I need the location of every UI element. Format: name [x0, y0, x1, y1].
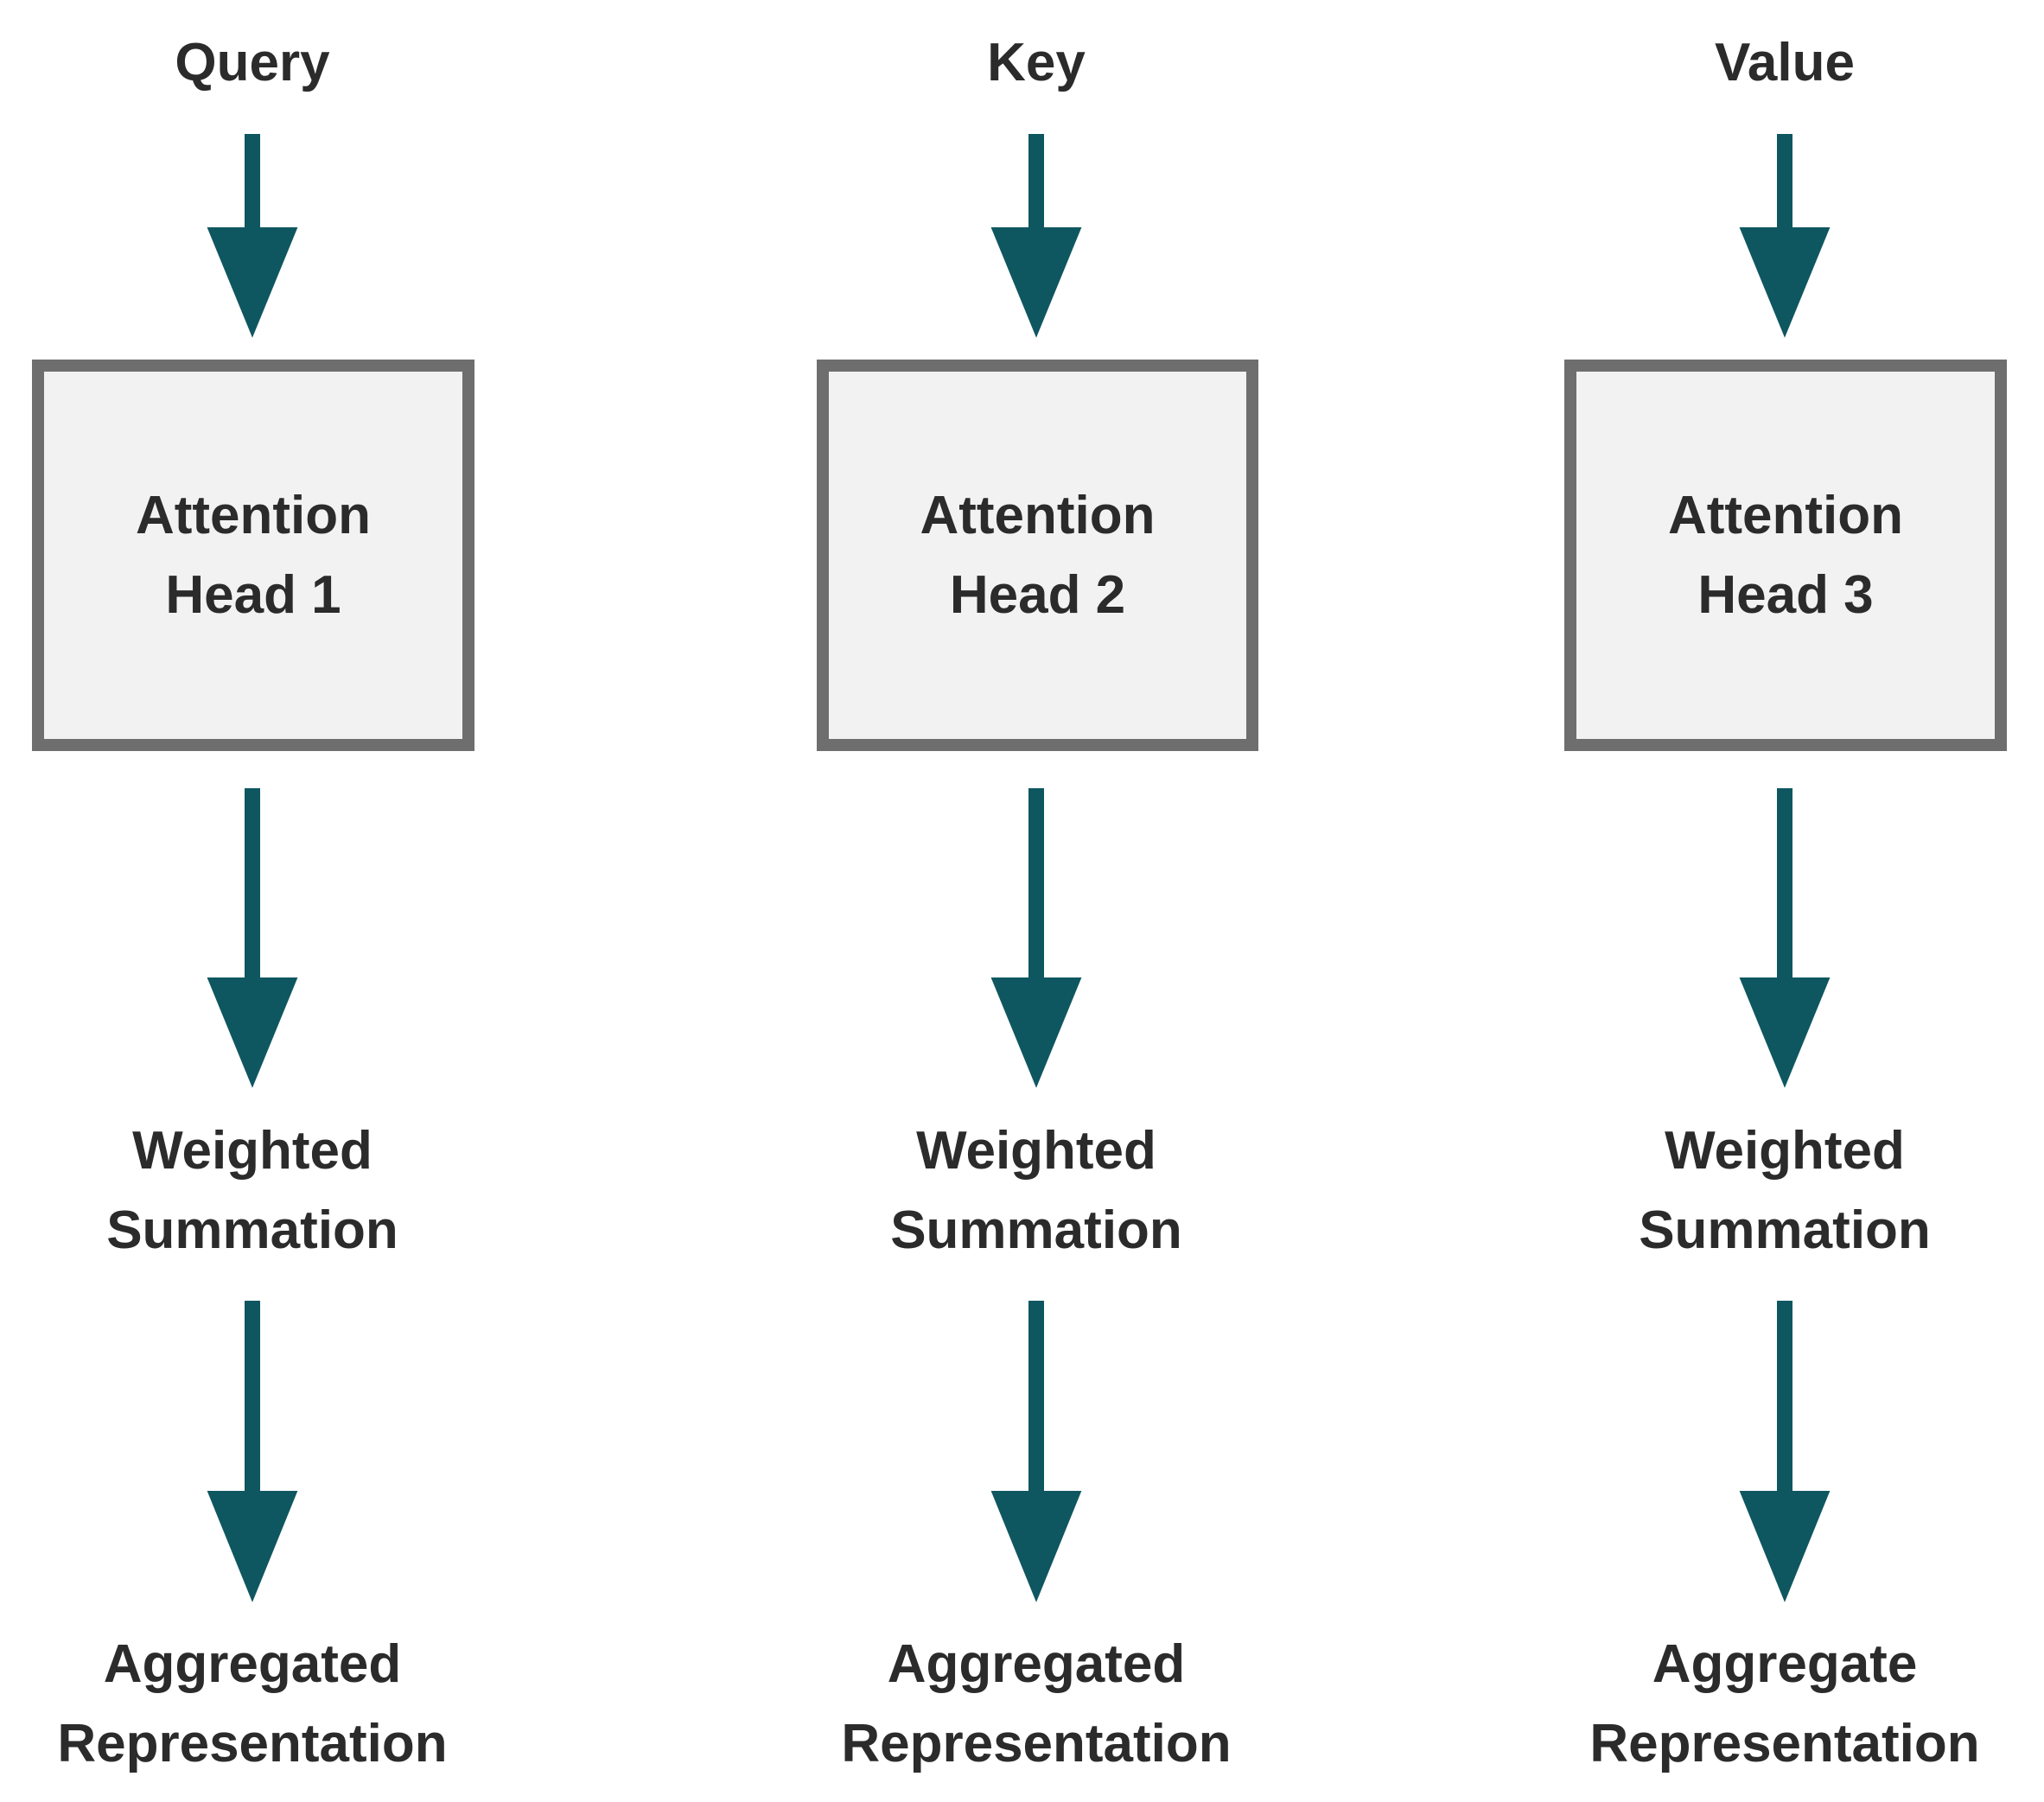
input-label-query: Query: [175, 23, 329, 103]
arrow-input-to-head-2: [990, 134, 1082, 338]
output-label-line-1: Aggregated: [887, 1634, 1186, 1694]
arrow-head-to-step-1: [207, 788, 298, 1088]
input-label-text: Key: [987, 33, 1086, 92]
input-label-key: Key: [987, 23, 1086, 103]
weighted-summation-label-2: Weighted Summation: [890, 1111, 1182, 1270]
arrow-head-to-step-2: [990, 788, 1082, 1088]
input-label-value: Value: [1715, 23, 1855, 103]
head-label-line-1: Attention: [920, 485, 1156, 545]
arrow-step-to-output-3: [1739, 1301, 1831, 1602]
output-label-line-1: Aggregate: [1652, 1634, 1918, 1694]
arrow-head-to-step-3: [1739, 788, 1831, 1088]
step-label-line-1: Weighted: [916, 1121, 1156, 1181]
output-label-line-1: Aggregated: [103, 1634, 402, 1694]
output-label-line-2: Representation: [57, 1714, 448, 1773]
head-label-line-2: Head 2: [949, 564, 1126, 625]
aggregated-representation-label-3: Aggregate Representation: [1589, 1625, 1979, 1784]
output-label-line-2: Representation: [1589, 1714, 1980, 1773]
arrow-input-to-head-1: [207, 134, 298, 338]
arrow-step-to-output-1: [207, 1301, 298, 1602]
step-label-line-1: Weighted: [1665, 1121, 1905, 1181]
weighted-summation-label-1: Weighted Summation: [106, 1111, 398, 1270]
attention-head-3-box: Attention Head 3: [1564, 360, 2007, 751]
step-label-line-2: Summation: [106, 1200, 398, 1260]
head-label-line-2: Head 1: [165, 564, 341, 625]
arrow-input-to-head-3: [1739, 134, 1831, 338]
aggregated-representation-label-2: Aggregated Representation: [841, 1625, 1231, 1784]
head-label-line-1: Attention: [135, 485, 372, 545]
step-label-line-2: Summation: [1639, 1200, 1931, 1260]
column-1-arrows: [207, 134, 298, 1602]
head-label-line-2: Head 3: [1697, 564, 1874, 625]
step-label-line-1: Weighted: [132, 1121, 373, 1181]
column-2-arrows: [990, 134, 1082, 1602]
input-label-text: Query: [175, 33, 330, 92]
weighted-summation-label-3: Weighted Summation: [1639, 1111, 1931, 1270]
input-label-text: Value: [1715, 33, 1855, 92]
step-label-line-2: Summation: [890, 1200, 1182, 1260]
aggregated-representation-label-1: Aggregated Representation: [57, 1625, 447, 1784]
head-label-line-1: Attention: [1667, 485, 1904, 545]
column-3-arrows: [1739, 134, 1831, 1602]
arrow-step-to-output-2: [990, 1301, 1082, 1602]
attention-head-1-box: Attention Head 1: [32, 360, 474, 751]
output-label-line-2: Representation: [841, 1714, 1232, 1773]
attention-head-2-box: Attention Head 2: [817, 360, 1258, 751]
